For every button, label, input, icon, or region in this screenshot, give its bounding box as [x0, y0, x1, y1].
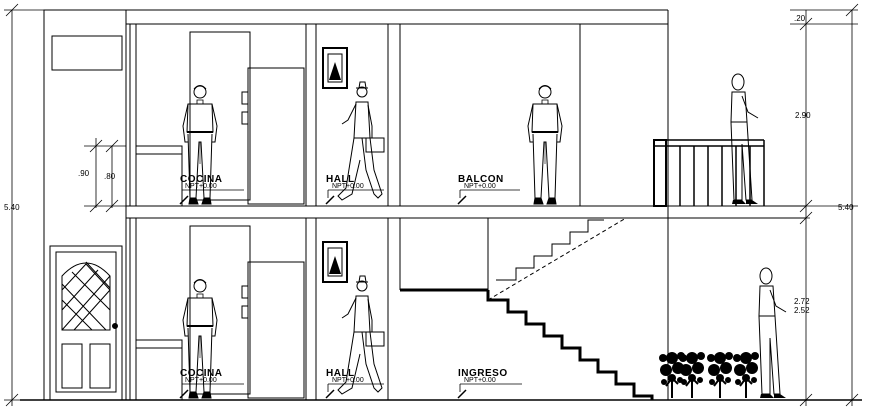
floor-slabs	[126, 205, 806, 219]
room-label-hall-lower: HALL	[326, 368, 355, 379]
dimension-text-top: .20	[794, 14, 806, 23]
level-marker-hall-upper	[325, 189, 384, 205]
level-text-balcon: NPT+0.00	[464, 183, 496, 190]
interior-walls	[129, 23, 581, 401]
person-side-garden	[758, 267, 787, 399]
dimension-line-sill	[84, 138, 126, 213]
dimension-text-sill-small: .80	[104, 172, 116, 181]
level-marker-hall-lower	[325, 383, 384, 399]
picture-frame-lower	[322, 241, 348, 283]
dimension-line-right	[790, 3, 859, 407]
room-label-hall-upper: HALL	[326, 174, 355, 185]
kitchen-cabinets-lower	[189, 225, 305, 399]
level-text-hall-lower: NPT+0.00	[332, 377, 364, 384]
room-label-cocina-upper: COCINA	[180, 174, 222, 185]
kitchen-counter-upper	[135, 145, 183, 207]
balcony-railing	[653, 139, 765, 207]
entrance-door	[49, 245, 123, 401]
person-side-balcony	[730, 73, 759, 205]
person-figure-balcony	[527, 84, 563, 205]
level-marker-ingreso	[457, 383, 522, 399]
left-wall	[43, 9, 669, 401]
level-marker-cocina-lower	[179, 383, 244, 399]
level-text-cocina-upper: NPT+0.00	[185, 183, 217, 190]
level-text-ingreso: NPT+0.00	[464, 377, 496, 384]
level-marker-balcon	[457, 189, 520, 205]
room-label-balcon: BALCON	[458, 174, 504, 185]
level-text-cocina-lower: NPT+0.00	[185, 377, 217, 384]
level-text-hall-upper: NPT+0.00	[332, 183, 364, 190]
dimension-text-lower-a: 2.72	[794, 297, 810, 306]
dimension-line-left	[4, 3, 44, 407]
dimension-text-upper-story: 2.90	[795, 111, 811, 120]
level-marker-cocina-upper	[179, 189, 244, 205]
dimension-text-sill: .90	[78, 169, 90, 178]
dimension-text-total-right: 5.40	[838, 203, 854, 212]
staircase	[400, 217, 654, 400]
room-label-cocina-lower: COCINA	[180, 368, 222, 379]
dimension-text-lower-b: 2.52	[794, 306, 810, 315]
kitchen-counter-lower	[135, 339, 183, 401]
garden-shrubs	[658, 351, 760, 399]
picture-frame-upper	[322, 47, 348, 89]
room-label-ingreso: INGRESO	[458, 368, 508, 379]
kitchen-cabinets-upper	[189, 31, 305, 205]
dimension-text-total-left: 5.40	[4, 203, 20, 212]
